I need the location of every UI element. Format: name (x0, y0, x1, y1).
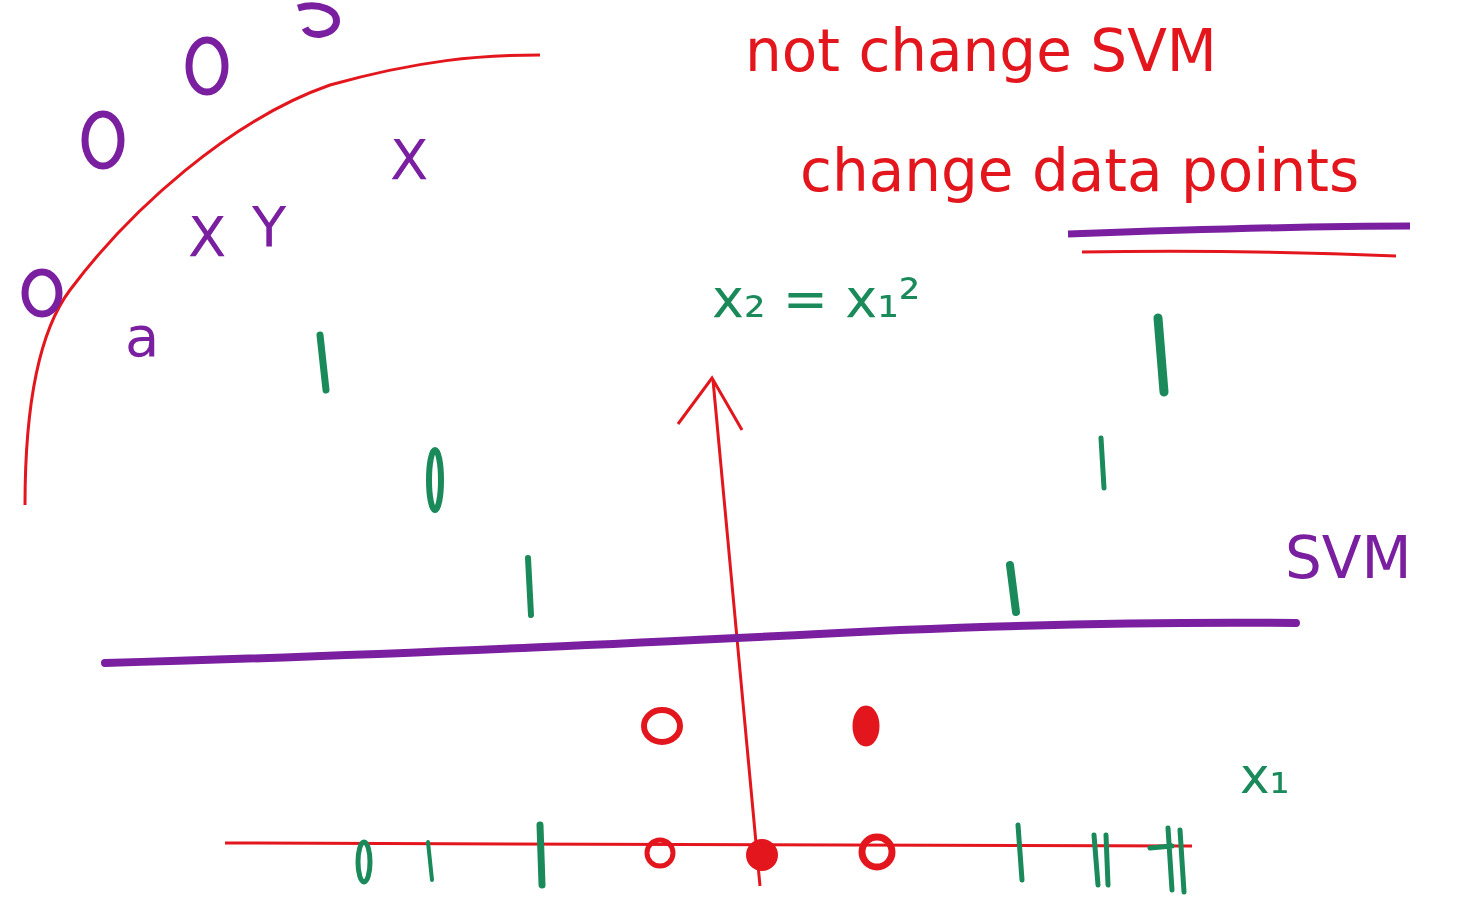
data-point (1010, 565, 1016, 612)
data-point (540, 825, 542, 885)
data-point (320, 335, 326, 390)
data-point (429, 450, 441, 510)
data-point (1158, 318, 1164, 392)
class-o-marker (25, 272, 59, 314)
note-text: change data points (800, 138, 1359, 205)
arrow-head (678, 378, 742, 430)
data-point (1150, 828, 1184, 892)
class-x-marker: X (390, 128, 428, 192)
class-y-marker: Y (252, 195, 286, 259)
data-point (862, 837, 892, 867)
data-point (358, 842, 370, 882)
data-point (748, 841, 776, 869)
class-o-marker (85, 114, 121, 166)
data-point (1018, 825, 1022, 880)
svm-line (105, 623, 1296, 663)
red-points (644, 708, 892, 869)
class-a-marker: a (125, 305, 159, 369)
axis-line (713, 380, 760, 886)
svm-label: SVM (1285, 525, 1412, 592)
underline (1068, 226, 1410, 234)
green-points (320, 318, 1184, 892)
data-point (428, 842, 432, 880)
class-o-marker (189, 40, 225, 92)
decision-curve (25, 55, 540, 505)
data-point (1094, 835, 1108, 885)
data-point (855, 708, 877, 744)
data-point (1101, 438, 1104, 488)
class-x-marker: X (188, 205, 226, 269)
data-point (644, 710, 680, 742)
class-o-marker (298, 6, 336, 34)
note-text: not change SVM (745, 18, 1217, 85)
data-point (528, 558, 531, 615)
data-point (647, 840, 673, 866)
underline (1082, 251, 1396, 256)
formula-text: x₂ = x₁² (712, 268, 920, 330)
axis-label: x₁ (1240, 748, 1290, 806)
